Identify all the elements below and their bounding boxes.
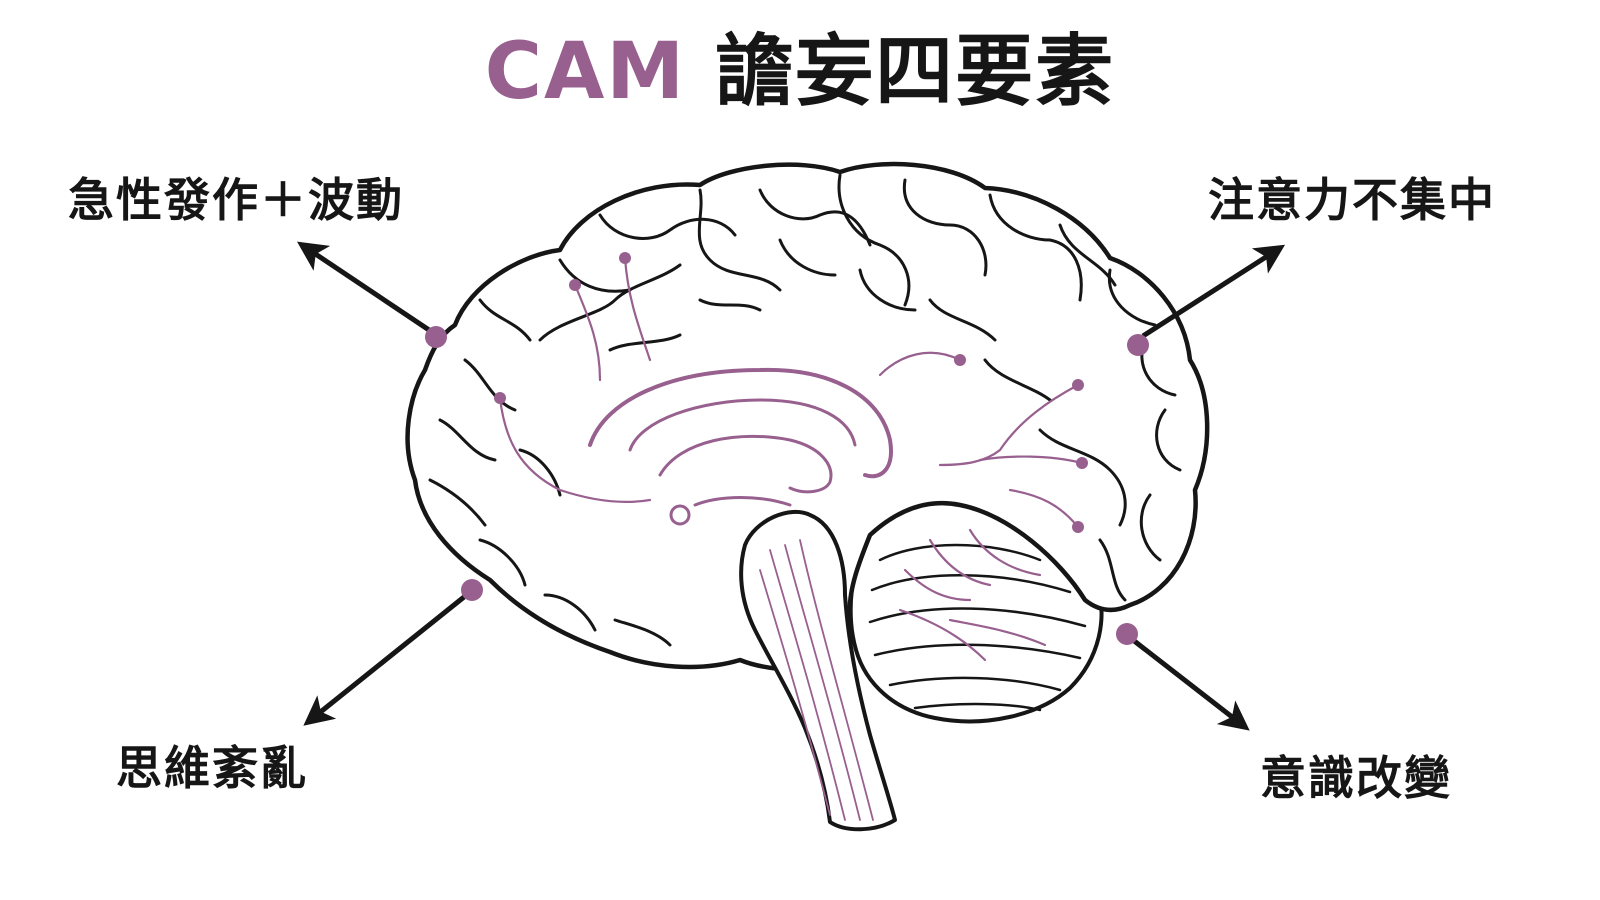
corpus-callosum-inner [628,398,857,452]
title-main: 譫妄四要素 [686,27,1116,117]
internal-structures [494,252,1088,662]
dot-disorganized-thinking [461,579,483,601]
corpus-callosum [588,367,893,479]
title-accent: CAM [484,27,687,117]
diagram-title: CAM 譫妄四要素 [0,22,1600,122]
arrow-to-altered-consciousness [1131,638,1250,731]
label-disorganized-thinking: 思維紊亂 [116,741,308,795]
label-acute-onset-fluctuation: 急性發作＋波動 [68,173,404,227]
nerve-nodes [494,252,1088,533]
mammillary-body [669,504,691,526]
dot-inattention [1127,334,1149,356]
thalamus-arc [693,496,792,507]
feature-arrows [297,241,1286,731]
brainstem-outline [739,509,897,832]
arrow-to-acute-onset [297,241,434,335]
dot-altered-consciousness [1116,623,1138,645]
dot-acute-onset [425,326,447,348]
label-altered-consciousness: 意識改變 [1260,751,1452,805]
cerebellum-folia [868,543,1087,712]
brain-gyri [428,173,1182,647]
arrow-to-disorganized-thinking [303,595,466,726]
fornix [658,434,833,494]
nerve-branches [498,256,1084,662]
arrow-to-inattention [1141,244,1286,339]
brain-illustration [405,161,1210,832]
label-inattention: 注意力不集中 [1208,173,1496,227]
brainstem-striations [759,539,874,821]
